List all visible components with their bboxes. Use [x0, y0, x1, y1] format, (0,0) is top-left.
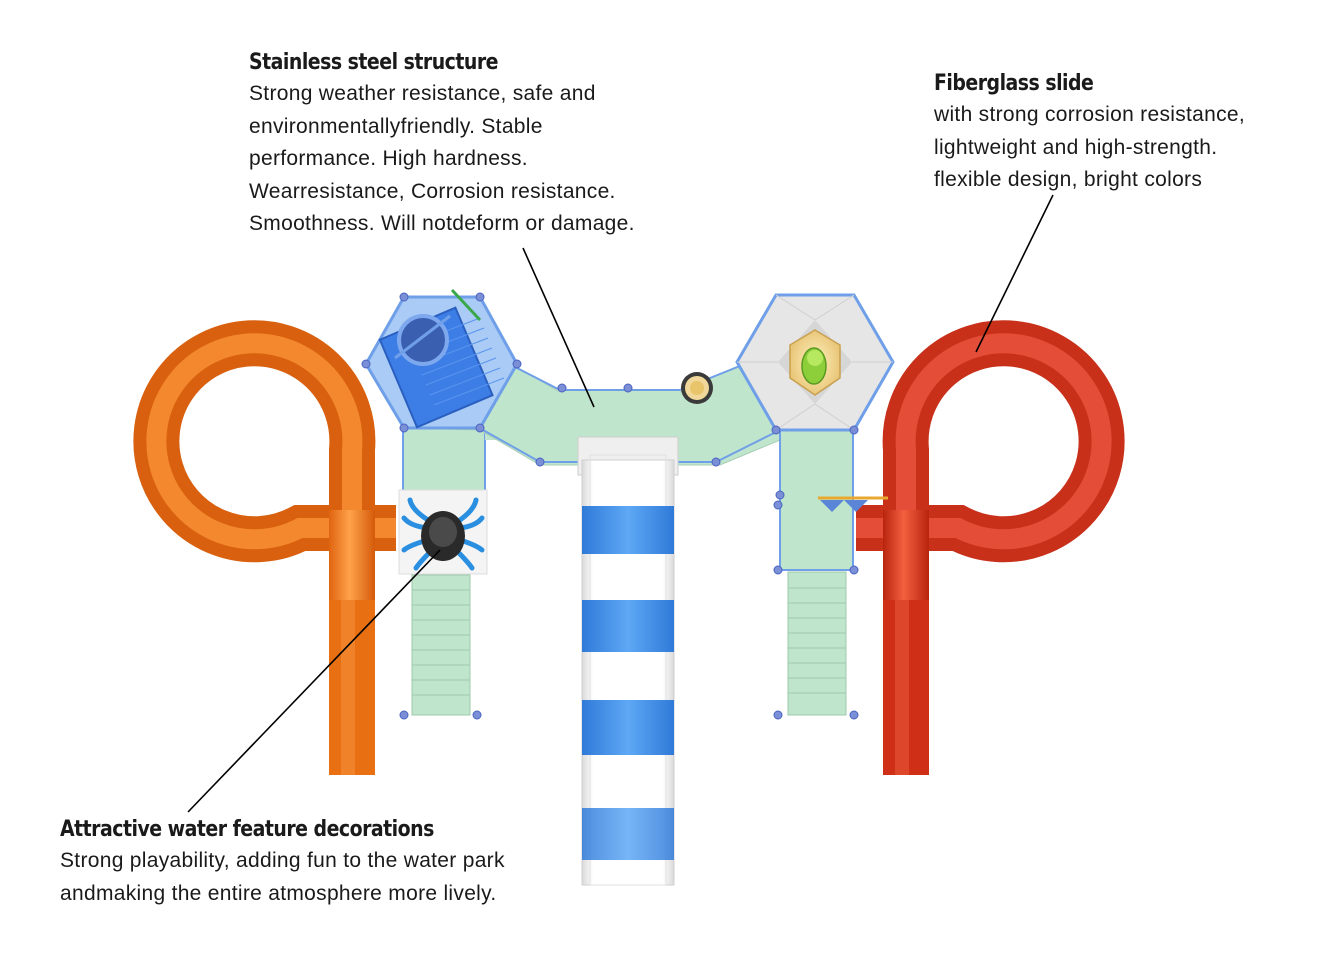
left-stairs — [399, 574, 482, 720]
callout-text-line: performance. High hardness. — [249, 147, 528, 171]
callout-text-line: flexible design, bright colors — [934, 168, 1203, 192]
right-red-loop-slide — [856, 320, 1125, 775]
left-orange-loop-slide — [133, 320, 396, 775]
callout-text-line: Smoothness. Will notdeform or damage. — [249, 212, 635, 236]
left-blue-tower — [361, 288, 522, 433]
right-stairs — [773, 571, 859, 720]
callout-fiberglass-slide: Fiberglass slide with strong corrosion r… — [934, 69, 1245, 197]
callout-text-line: lightweight and high-strength. — [934, 135, 1218, 159]
right-grey-tower — [735, 293, 895, 435]
leader-line-water — [187, 549, 441, 813]
callout-title: Fiberglass slide — [934, 71, 1094, 96]
callout-text-line: Strong playability, adding fun to the wa… — [60, 849, 505, 872]
water-cannon — [681, 372, 713, 404]
main-deck — [399, 364, 859, 575]
leader-line-fiberglass — [975, 194, 1054, 353]
spider-water-feature — [398, 489, 488, 575]
callout-stainless-steel: Stainless steel structure Strong weather… — [249, 48, 635, 241]
callout-text-line: Strong weather resistance, safe and — [249, 82, 596, 105]
rail-decoration — [818, 496, 888, 512]
center-straight-slide — [577, 436, 679, 886]
callout-title: Attractive water feature decorations — [60, 817, 434, 842]
callout-text-line: Wearresistance, Corrosion resistance. — [249, 179, 616, 203]
callout-text-line: with strong corrosion resistance, — [934, 103, 1246, 126]
leader-lines — [187, 194, 1054, 813]
leader-line-steel — [522, 247, 595, 408]
callout-water-feature: Attractive water feature decorations Str… — [60, 815, 505, 910]
callout-text-line: environmentallyfriendly. Stable — [249, 114, 543, 138]
callout-title: Stainless steel structure — [249, 50, 498, 75]
callout-text-line: andmaking the entire atmosphere more liv… — [60, 881, 497, 905]
